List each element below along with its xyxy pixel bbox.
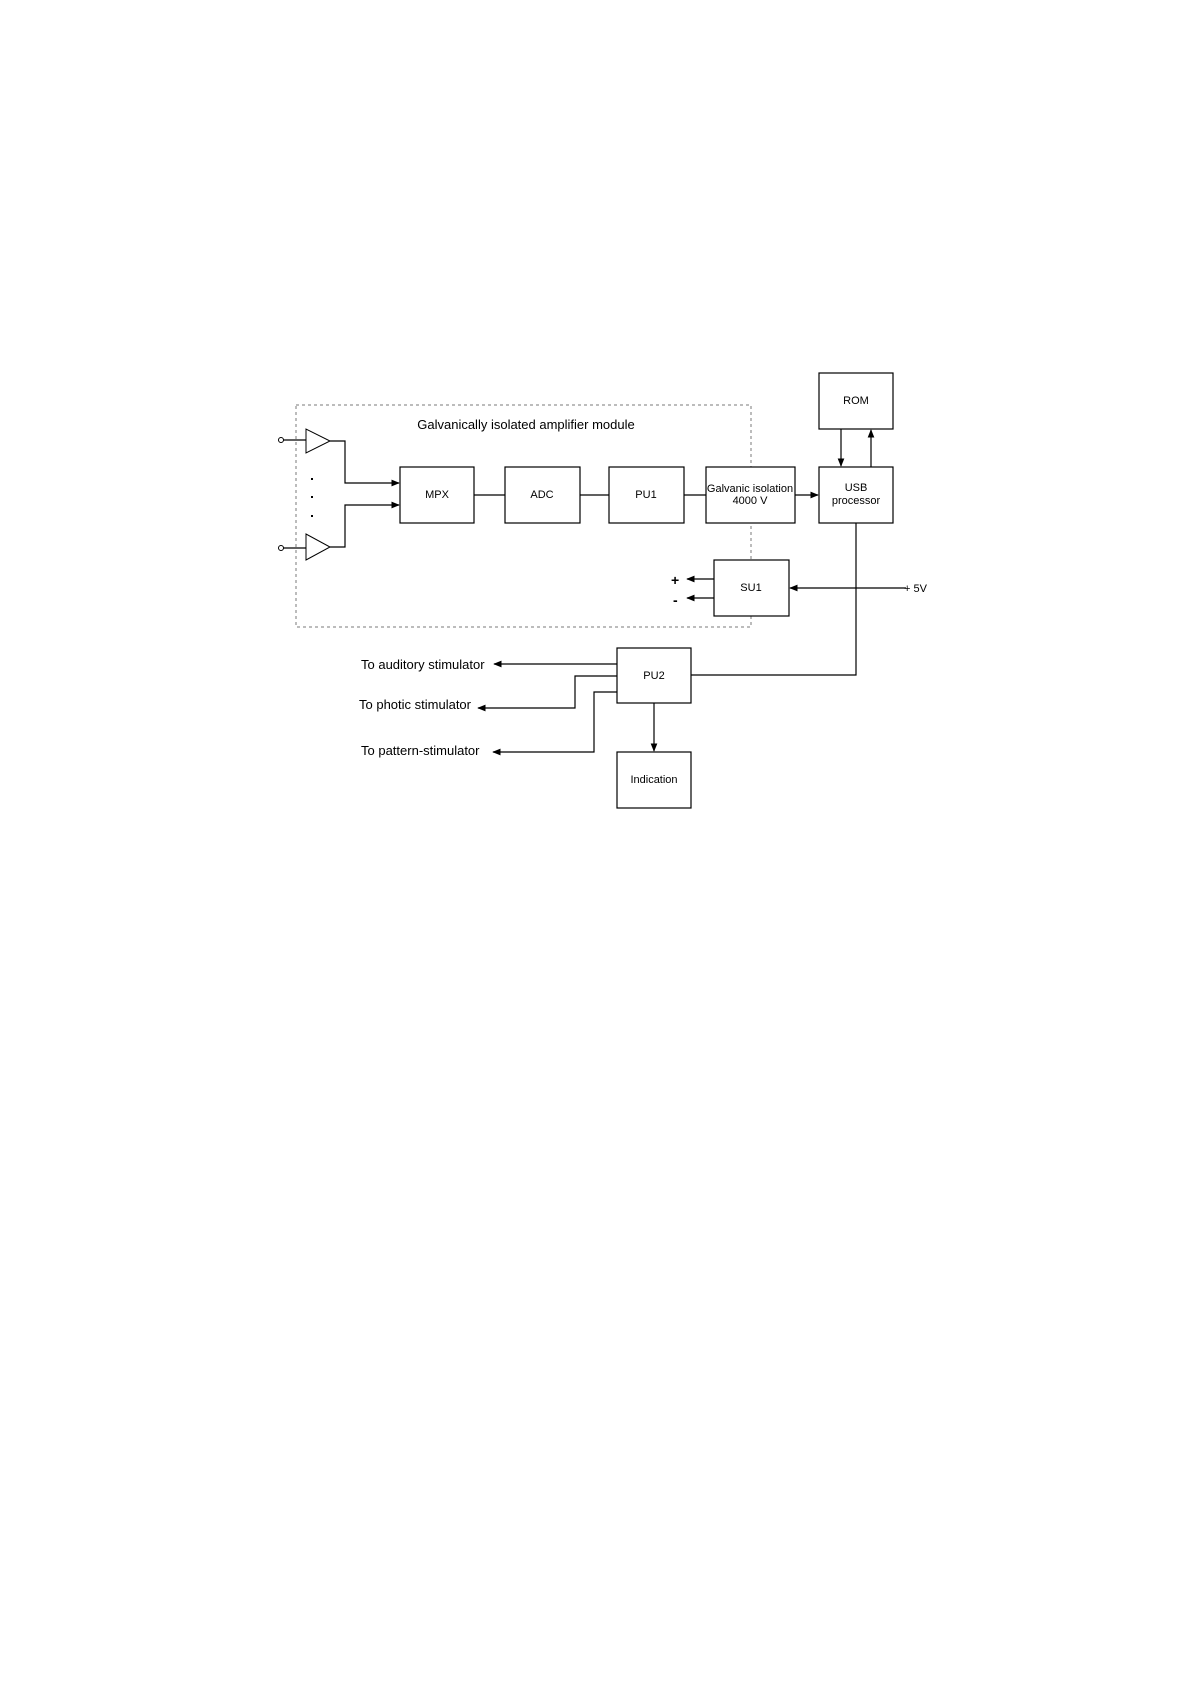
pu2-block: PU2 [617,648,691,703]
pu1-label: PU1 [635,489,656,501]
amplifier-bottom-icon [306,534,330,560]
plus-label: + [671,572,679,588]
usb-label: USB [845,482,868,494]
adc-block: ADC [505,467,580,523]
input-terminal-bottom-icon [279,546,284,551]
ellipsis-dots-icon [311,478,313,517]
processor-label: processor [832,495,881,507]
pu2-label: PU2 [643,670,664,682]
to-photic-label: To photic stimulator [359,697,472,712]
amplifier-top-icon [306,429,330,453]
galvanic-voltage-label: 4000 V [733,495,769,507]
indication-block: Indication [617,752,691,808]
amplifier-top [279,429,331,453]
module-label: Galvanically isolated amplifier module [417,417,635,432]
rom-block: ROM [819,373,893,429]
adc-label: ADC [530,489,553,501]
rom-label: ROM [843,395,869,407]
minus-label: - [673,592,678,608]
mpx-block: MPX [400,467,474,523]
to-auditory-label: To auditory stimulator [361,657,485,672]
galvanic-isolation-block: Galvanic isolation 4000 V [706,467,795,523]
galvanic-isolation-label: Galvanic isolation [707,483,793,495]
supply-label: + 5V [904,583,928,595]
input-terminal-top-icon [279,438,284,443]
to-pattern-label: To pattern-stimulator [361,743,480,758]
mpx-label: MPX [425,489,450,501]
indication-label: Indication [630,774,677,786]
su1-block: SU1 [714,560,789,616]
su1-label: SU1 [740,582,761,594]
pu1-block: PU1 [609,467,684,523]
usb-processor-block: USB processor [819,467,893,523]
amplifier-bottom [279,534,331,560]
